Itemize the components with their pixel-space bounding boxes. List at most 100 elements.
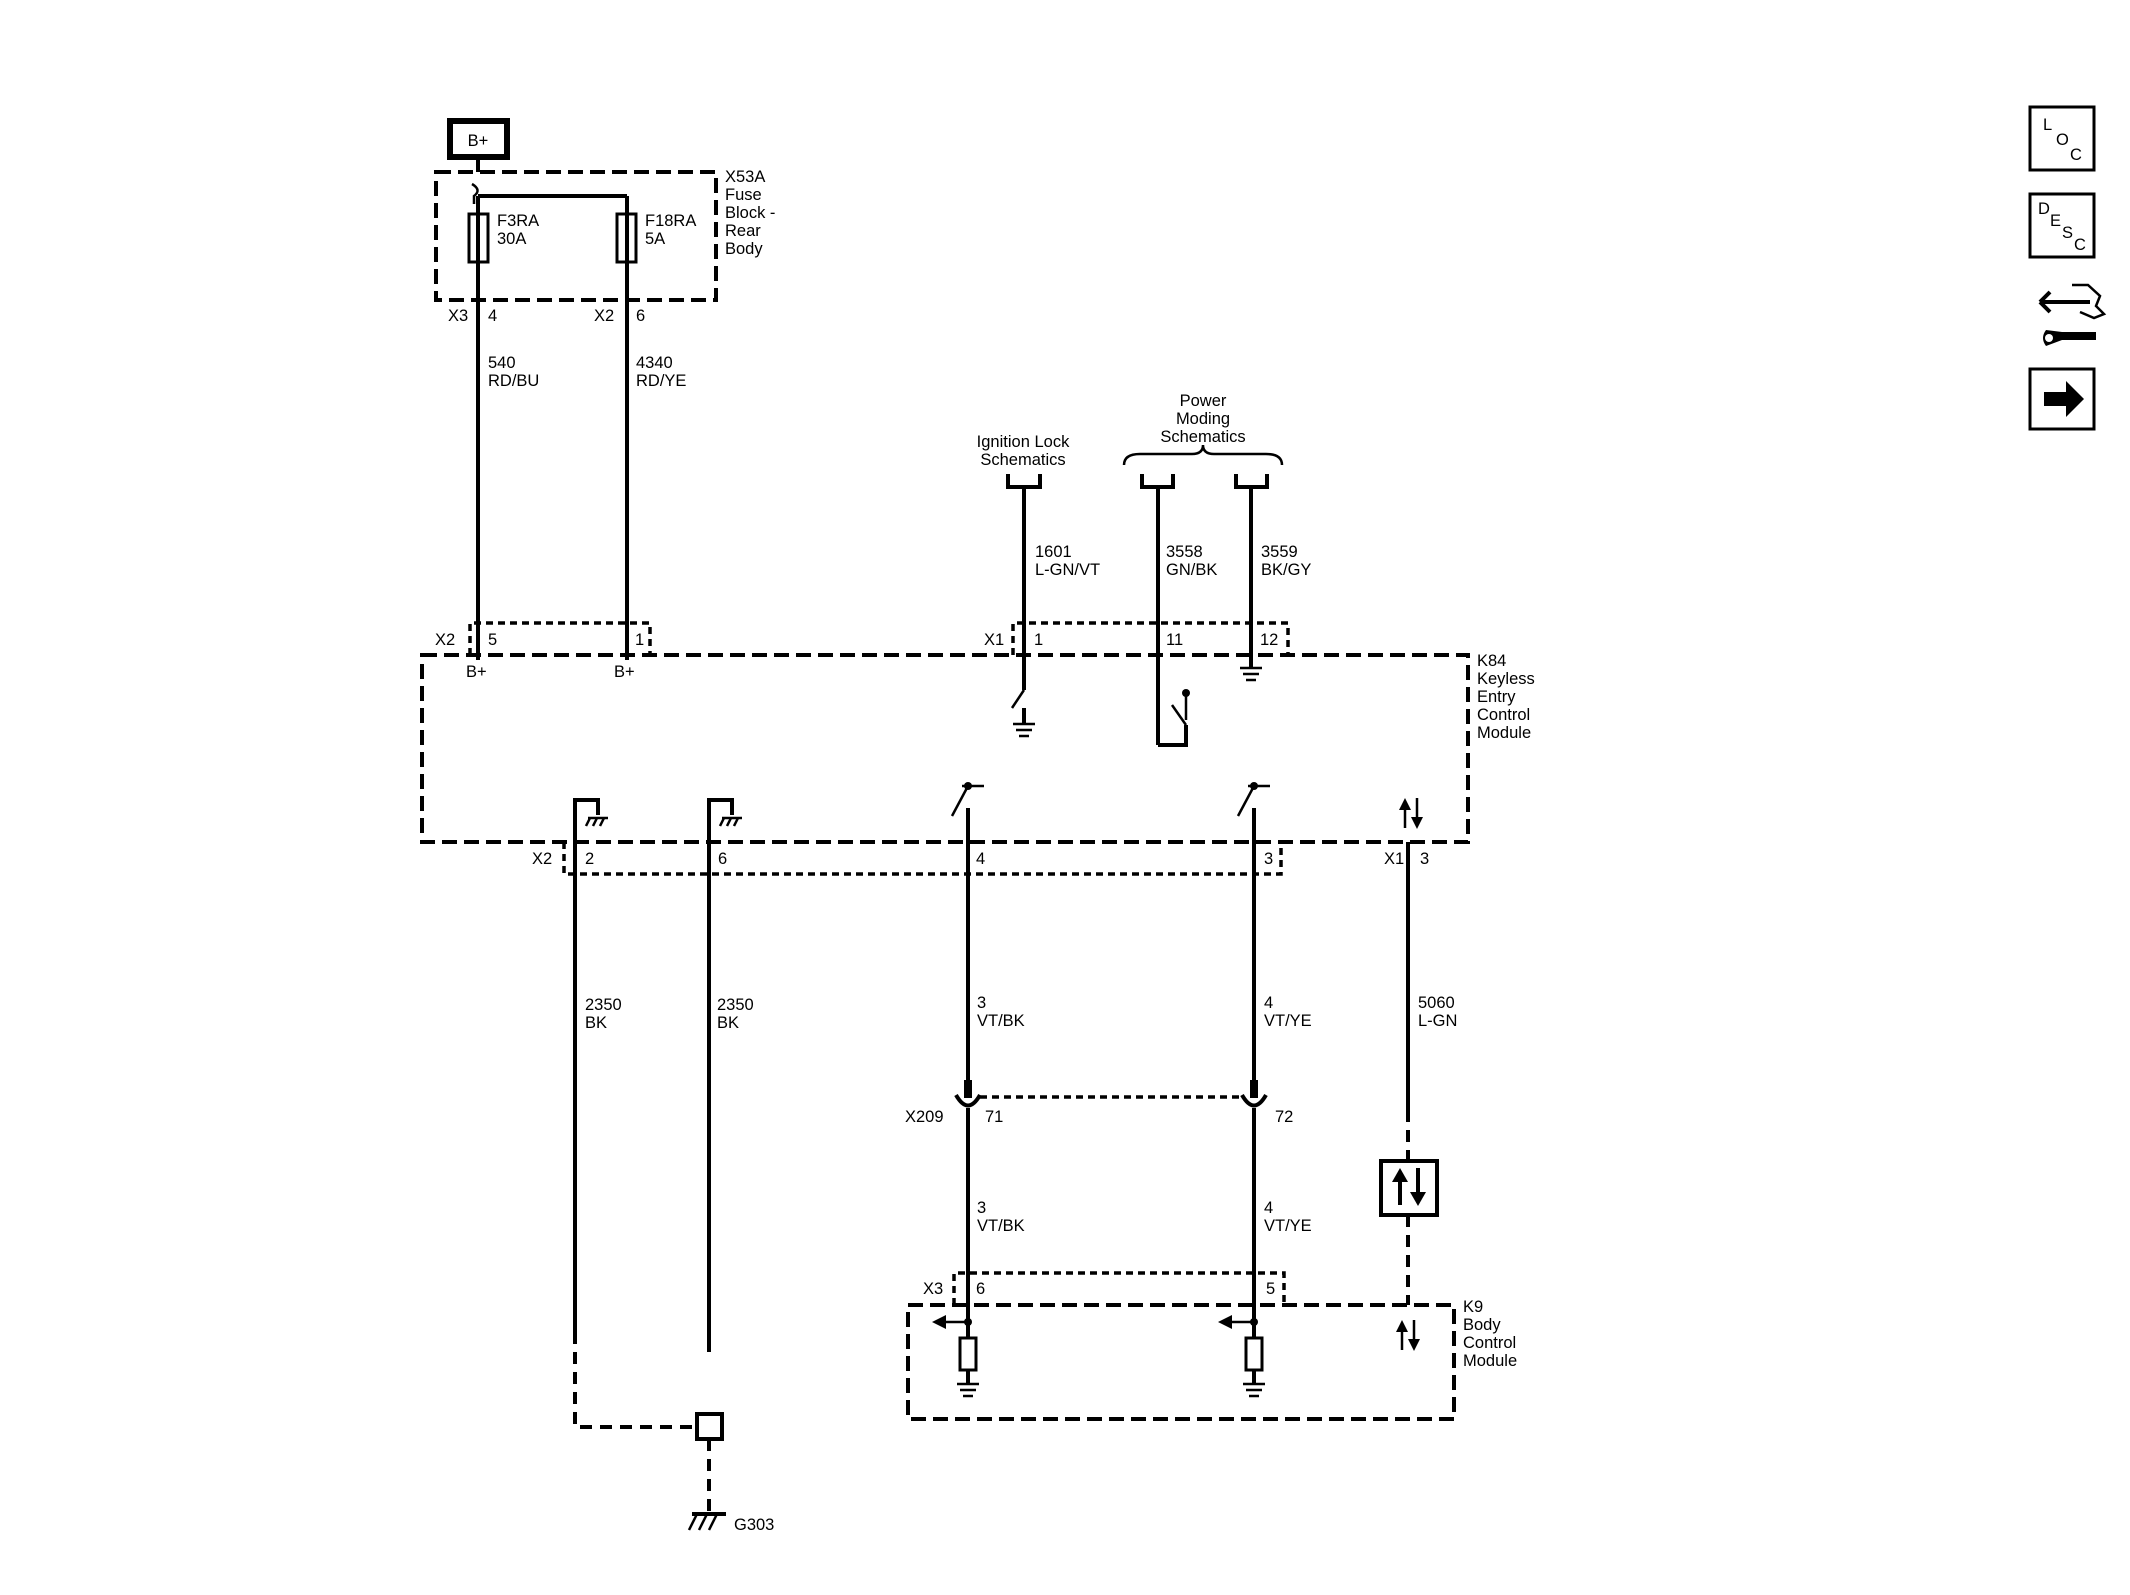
fuse-f3ra: F3RA 30A <box>467 210 539 266</box>
k9-connector-x3: X3 6 5 <box>923 1271 1286 1305</box>
k84-output-switch-pin3 <box>1236 782 1270 862</box>
fuse-f3ra-rating: 30A <box>497 230 526 248</box>
k9-x3-label: X3 <box>923 1280 943 1298</box>
wire-2350-b: 2350 BK <box>707 862 754 1352</box>
fuse-conn-x2-pin: 6 <box>636 307 645 325</box>
k84-top-x1-pin-a: 1 <box>1034 631 1043 649</box>
k84-module: K84 Keyless Entry Control Module <box>420 652 1535 844</box>
wire-4-vt-ye-lower: 4 VT/YE <box>1252 1108 1312 1322</box>
wire-3558: 3558 GN/BK <box>1156 487 1217 745</box>
power-moding-reference[interactable]: Power Moding Schematics <box>1122 392 1284 489</box>
fuse-f18ra-rating: 5A <box>645 230 665 248</box>
wire-540-circuit: 540 <box>488 354 516 372</box>
wire-1601-circuit: 1601 <box>1035 543 1072 561</box>
k9-name-1: K9 <box>1463 1298 1483 1316</box>
fuse-conn-x3: X3 <box>448 307 468 325</box>
serial-data-box <box>1379 1159 1439 1217</box>
ignition-ref-line-1: Ignition Lock <box>977 433 1070 451</box>
ground-g303-label: G303 <box>734 1516 774 1534</box>
k84-bplus-label-a: B+ <box>466 663 487 681</box>
k84-bottom-x2-pin-d: 3 <box>1264 850 1273 868</box>
wire-4-vt-ye-upper: 4 VT/YE <box>1252 862 1312 1080</box>
wire-3559-color: BK/GY <box>1261 561 1311 579</box>
wire-4-upper-circuit: 4 <box>1264 994 1273 1012</box>
wire-4-lower-circuit: 4 <box>1264 1199 1273 1217</box>
connector-wrench-icon[interactable] <box>2038 283 2107 346</box>
k84-name-5: Module <box>1477 724 1531 742</box>
wire-1601-color: L-GN/VT <box>1035 561 1100 579</box>
k9-module: K9 Body Control Module <box>906 1298 1517 1421</box>
ground-g303: G303 <box>687 1512 774 1534</box>
wire-4340: 4340 RD/YE <box>625 262 686 660</box>
k84-chassis-ground-pin6 <box>707 798 742 862</box>
k84-bottom-x2-pin-c: 4 <box>976 850 985 868</box>
fuse-block-name-3: Block - <box>725 204 775 222</box>
k84-name-2: Keyless <box>1477 670 1535 688</box>
k84-bottom-connector-x1: X1 3 <box>1384 850 1429 868</box>
k84-top-connector-x2: X2 5 1 B+ B+ <box>435 621 652 681</box>
fuse-f3ra-name: F3RA <box>497 212 539 230</box>
ignition-lock-reference[interactable]: Ignition Lock Schematics <box>977 433 1070 489</box>
wire-4-lower-color: VT/YE <box>1264 1217 1312 1235</box>
desc-letter-c: C <box>2074 236 2086 254</box>
k84-top-x2-label: X2 <box>435 631 455 649</box>
wire-3-vt-bk-lower: 3 VT/BK <box>966 1108 1025 1322</box>
k84-serial-data-arrows <box>1399 798 1423 829</box>
desc-letter-s: S <box>2062 224 2073 242</box>
wire-2350b-circuit: 2350 <box>717 996 754 1014</box>
k84-output-switch-pin4 <box>950 782 984 862</box>
k84-bottom-x1-pin: 3 <box>1420 850 1429 868</box>
wire-1601: 1601 L-GN/VT <box>1022 487 1100 690</box>
fuse-f18ra: F18RA 5A <box>615 210 696 266</box>
k84-name-4: Control <box>1477 706 1530 724</box>
wire-3558-color: GN/BK <box>1166 561 1217 579</box>
ignition-ref-line-2: Schematics <box>980 451 1065 469</box>
k84-chassis-ground-pin2 <box>573 798 608 862</box>
k84-power-mode-switch <box>1158 689 1190 747</box>
wire-2350a-circuit: 2350 <box>585 996 622 1014</box>
wire-3-lower-color: VT/BK <box>977 1217 1025 1235</box>
wire-3-vt-bk-upper: 3 VT/BK <box>966 862 1025 1080</box>
wire-3-lower-circuit: 3 <box>977 1199 986 1217</box>
k9-name-2: Body <box>1463 1316 1501 1334</box>
power-moding-line-2: Moding <box>1176 410 1230 428</box>
fuse-conn-x3-pin: 4 <box>488 307 497 325</box>
k84-top-x1-pin-b: 11 <box>1166 631 1183 649</box>
x209-pin-b: 72 <box>1275 1108 1293 1126</box>
wire-4340-color: RD/YE <box>636 372 686 390</box>
fuse-block-name-5: Body <box>725 240 763 258</box>
k84-top-x1-pin-c: 12 <box>1260 631 1278 649</box>
loc-icon[interactable]: L O C <box>2028 105 2096 172</box>
arrow-right-icon[interactable] <box>2028 367 2096 431</box>
desc-icon[interactable]: D E S C <box>2028 192 2096 259</box>
loc-letter-o: O <box>2056 131 2069 149</box>
k84-top-x2-pin-b: 1 <box>635 631 644 649</box>
k84-top-x1-label: X1 <box>984 631 1004 649</box>
k9-name-3: Control <box>1463 1334 1516 1352</box>
wire-2350a-color: BK <box>585 1014 607 1032</box>
power-moding-line-3: Schematics <box>1160 428 1245 446</box>
wire-4340-circuit: 4340 <box>636 354 673 372</box>
k84-bottom-x2-pin-a: 2 <box>585 850 594 868</box>
inline-connector-x209: X209 71 72 <box>905 1080 1293 1126</box>
k84-bplus-label-b: B+ <box>614 663 635 681</box>
k9-x3-pin-a: 6 <box>976 1280 985 1298</box>
k84-bottom-x2-pin-b: 6 <box>718 850 727 868</box>
k9-input-pin6 <box>932 1315 979 1398</box>
k84-bottom-connector-x2: X2 2 6 4 3 <box>532 842 1283 876</box>
x209-pin-a: 71 <box>985 1108 1003 1126</box>
wire-5060: 5060 L-GN <box>1406 842 1457 1110</box>
wire-2350b-color: BK <box>717 1014 739 1032</box>
k84-bottom-x2-label: X2 <box>532 850 552 868</box>
fuse-f18ra-name: F18RA <box>645 212 696 230</box>
desc-letter-e: E <box>2050 212 2061 230</box>
k84-name-1: K84 <box>1477 652 1506 670</box>
k84-name-3: Entry <box>1477 688 1516 706</box>
fuse-block-name-2: Fuse <box>725 186 762 204</box>
fuse-block-x53a: X53A Fuse Block - Rear Body <box>434 168 775 302</box>
wire-3-upper-color: VT/BK <box>977 1012 1025 1030</box>
k9-x3-pin-b: 5 <box>1266 1280 1275 1298</box>
k9-input-pin5 <box>1218 1315 1265 1398</box>
wire-3559: 3559 BK/GY <box>1249 487 1311 668</box>
